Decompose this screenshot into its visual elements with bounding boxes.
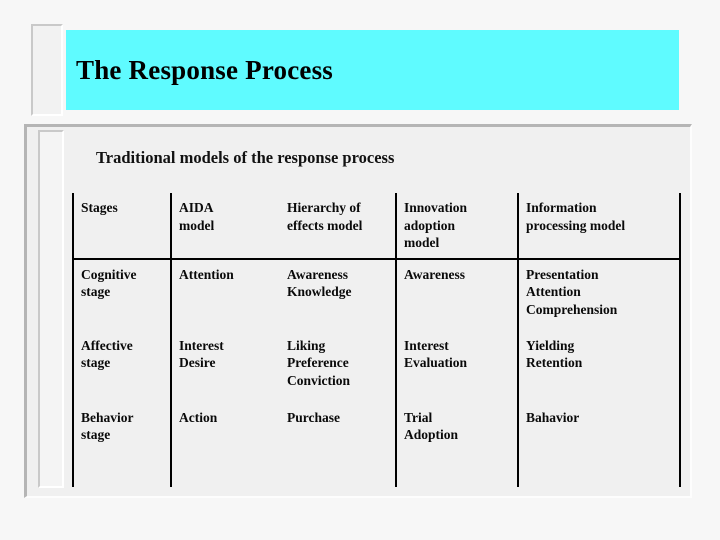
cell-innovation-cognitive: Awareness — [395, 258, 518, 331]
header-hierarchy-line-0: Hierarchy of — [287, 200, 361, 215]
cell-innovation-line-1: Adoption — [404, 427, 459, 443]
cell-aida-hierarchy-behavior: Action Purchase — [170, 402, 396, 487]
cell-aida-line-0: Action — [179, 409, 218, 425]
models-table: Stages AIDA model Hierarchy of effects m… — [72, 193, 681, 487]
table-header-row: Stages AIDA model Hierarchy of effects m… — [72, 193, 681, 260]
cell-innovation-line-0: Trial — [404, 409, 433, 425]
cell-innovation-line-0: Interest — [404, 337, 449, 353]
cell-stage-cognitive: Cognitive stage — [72, 258, 171, 331]
cell-information-line-0: Bahavior — [526, 409, 580, 425]
table-row: Cognitive stage Attention Awareness Know… — [72, 258, 681, 331]
cell-innovation-line-0: Awareness — [404, 266, 465, 282]
header-innovation-line-1: adoption — [404, 217, 456, 233]
cell-stage-line-1: stage — [81, 355, 111, 371]
header-cell-hierarchy: Hierarchy of effects model — [287, 199, 395, 234]
cell-innovation-behavior: Trial Adoption — [395, 402, 518, 487]
header-cell-information: Information processing model — [517, 193, 681, 260]
title-banner: The Response Process — [66, 30, 679, 110]
cell-innovation-affective: Interest Evaluation — [395, 330, 518, 403]
cell-information-behavior: Bahavior — [517, 402, 681, 487]
cell-hierarchy-line-1: Knowledge — [287, 284, 352, 300]
header-hierarchy-line-1: effects model — [287, 217, 363, 233]
cell-information-line-2: Comprehension — [526, 301, 618, 317]
cell-stage-behavior: Behavior stage — [72, 402, 171, 487]
cell-stage-line-0: Affective — [81, 337, 133, 353]
header-information-line-1: processing model — [526, 217, 626, 233]
title-decorative-frame — [31, 24, 63, 116]
page-title: The Response Process — [76, 54, 333, 85]
cell-hierarchy-line-1: Preference — [287, 355, 349, 371]
cell-innovation-line-1: Evaluation — [404, 355, 468, 371]
cell-aida-line-0: Attention — [179, 266, 234, 282]
table-row: Affective stage Interest Desire Liking P… — [72, 330, 681, 403]
cell-aida-behavior: Action — [179, 409, 287, 427]
cell-aida-line-0: Interest — [179, 337, 224, 353]
cell-hierarchy-cognitive: Awareness Knowledge — [287, 266, 395, 301]
cell-hierarchy-line-0: Purchase — [287, 409, 340, 425]
cell-hierarchy-line-0: Awareness — [287, 266, 348, 282]
cell-aida-hierarchy-affective: Interest Desire Liking Preference Convic… — [170, 330, 396, 403]
header-cell-aida: AIDA model — [179, 199, 287, 234]
header-aida-line-1: model — [179, 217, 215, 233]
cell-stage-line-0: Behavior — [81, 409, 134, 425]
cell-information-cognitive: Presentation Attention Comprehension — [517, 258, 681, 331]
cell-aida-hierarchy-cognitive: Attention Awareness Knowledge — [170, 258, 396, 331]
subtitle: Traditional models of the response proce… — [96, 148, 395, 167]
cell-stage-line-1: stage — [81, 427, 111, 443]
cell-stage-line-0: Cognitive — [81, 266, 137, 282]
cell-aida-affective: Interest Desire — [179, 337, 287, 390]
cell-hierarchy-behavior: Purchase — [287, 409, 395, 427]
cell-information-line-1: Retention — [526, 355, 583, 371]
cell-information-line-0: Presentation — [526, 266, 599, 282]
header-information-line-0: Information — [526, 200, 597, 215]
cell-hierarchy-line-0: Liking — [287, 337, 326, 353]
cell-information-affective: Yielding Retention — [517, 330, 681, 403]
cell-hierarchy-affective: Liking Preference Conviction — [287, 337, 395, 390]
cell-stage-line-1: stage — [81, 284, 111, 300]
header-stages-line-0: Stages — [81, 200, 118, 215]
cell-aida-cognitive: Attention — [179, 266, 287, 301]
cell-hierarchy-line-2: Conviction — [287, 372, 351, 388]
header-cell-aida-hierarchy: AIDA model Hierarchy of effects model — [170, 193, 396, 260]
header-cell-stages: Stages — [72, 193, 171, 260]
table-row: Behavior stage Action Purchase Trial — [72, 402, 681, 487]
header-innovation-line-2: model — [404, 235, 440, 251]
body-decorative-frame — [38, 130, 64, 488]
header-cell-innovation: Innovation adoption model — [395, 193, 518, 260]
models-table-container: Stages AIDA model Hierarchy of effects m… — [72, 193, 681, 493]
header-aida-line-0: AIDA — [179, 200, 214, 215]
cell-information-line-0: Yielding — [526, 337, 575, 353]
cell-stage-affective: Affective stage — [72, 330, 171, 403]
header-innovation-line-0: Innovation — [404, 200, 468, 215]
cell-aida-line-1: Desire — [179, 355, 216, 371]
cell-information-line-1: Attention — [526, 284, 581, 300]
